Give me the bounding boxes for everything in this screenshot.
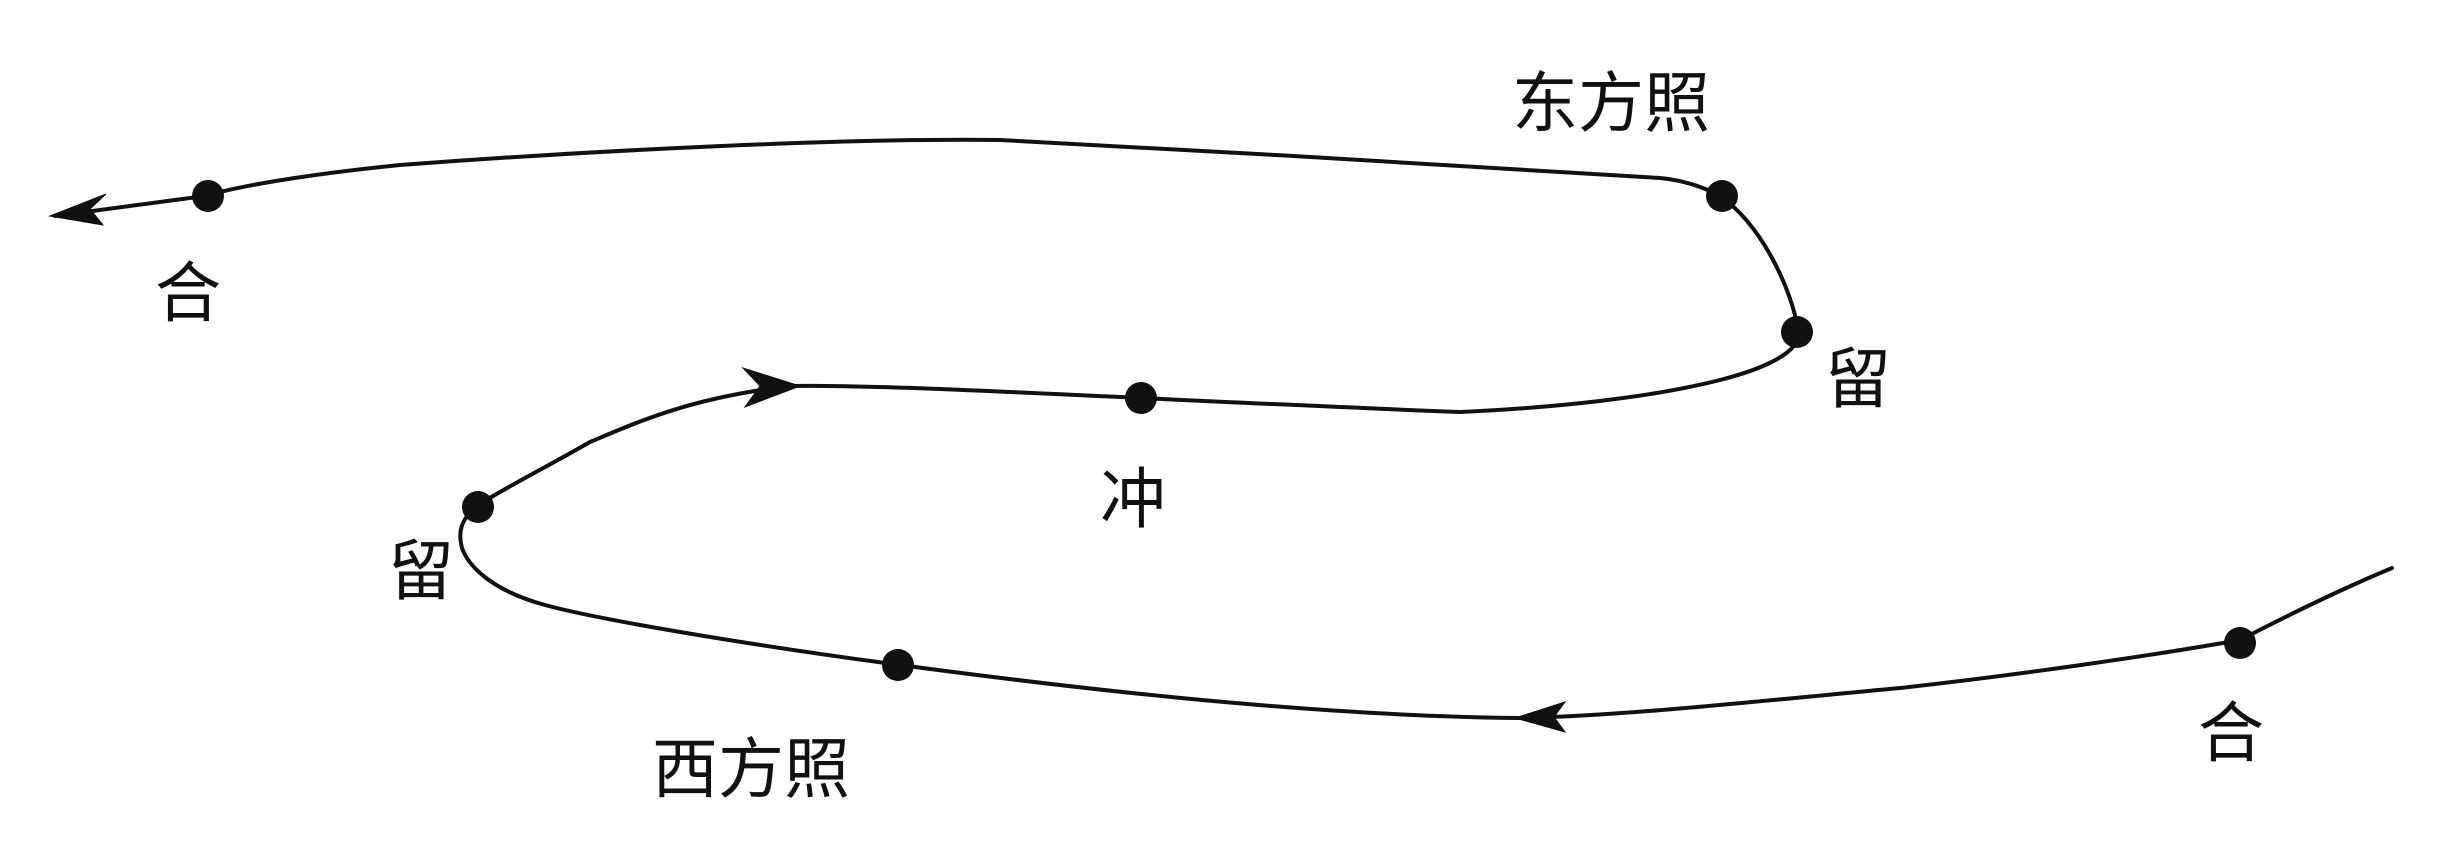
station-left-label: 留 [388, 533, 454, 610]
left-end-arrowhead [48, 193, 107, 226]
east-quadrature-dot [1706, 180, 1738, 212]
west-quadrature-dot [882, 649, 914, 681]
conjunction-right-label: 合 [2198, 695, 2264, 772]
station-right-label: 留 [1825, 341, 1891, 418]
opposition-dot [1125, 382, 1157, 414]
west-quadrature-label: 西方照 [652, 731, 850, 808]
station-right-dot [1781, 316, 1813, 348]
opposition-label: 冲 [1100, 461, 1166, 538]
planet-apparent-path [53, 137, 2394, 720]
east-quadrature-label: 东方照 [1512, 65, 1710, 142]
conjunction-left-label: 合 [155, 255, 221, 332]
conjunction-left-dot [192, 180, 224, 212]
station-left-dot [462, 491, 494, 523]
conjunction-right-dot [2224, 627, 2256, 659]
upper-middle-arrowhead [741, 366, 802, 409]
lower-right-arrowhead [1513, 701, 1567, 733]
